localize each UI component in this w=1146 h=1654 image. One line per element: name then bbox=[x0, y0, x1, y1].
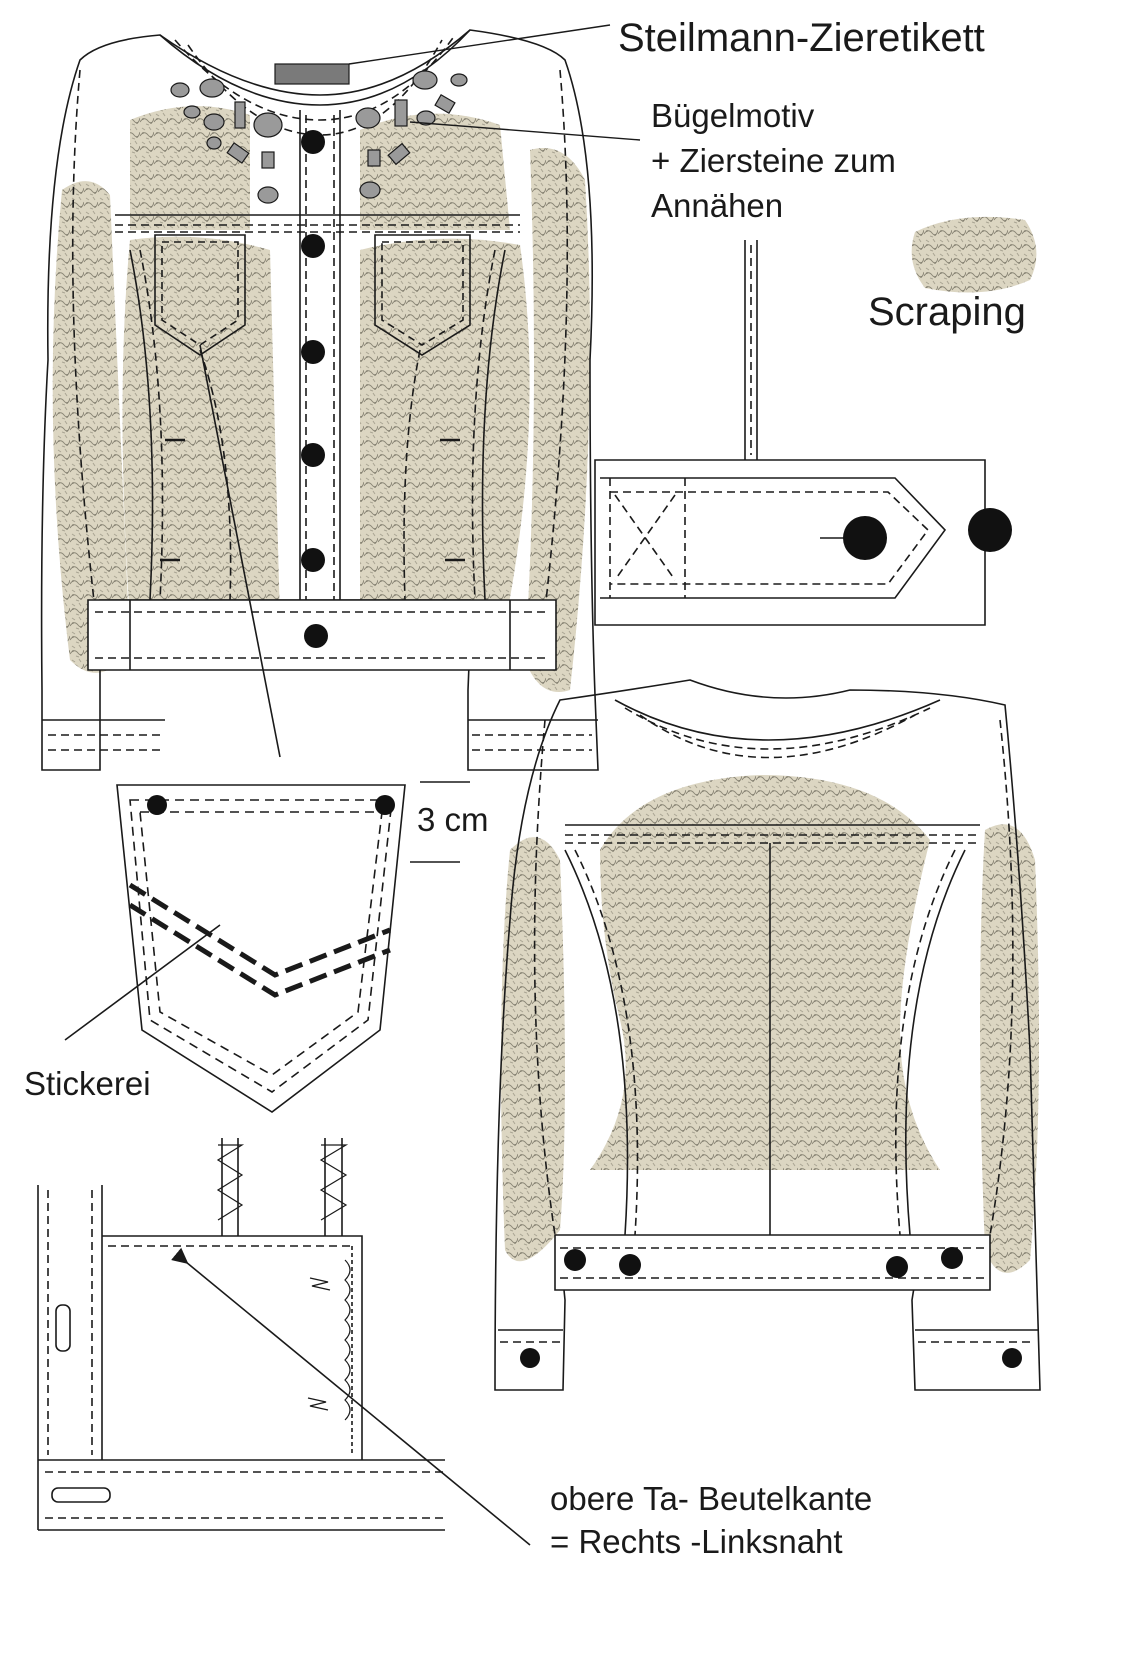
pocket-bag-detail bbox=[37, 1138, 531, 1546]
back-buttons bbox=[520, 1247, 1022, 1368]
scraping-caption: Scraping bbox=[868, 290, 1026, 334]
embroidery-caption: Stickerei bbox=[24, 1065, 151, 1102]
button-icon bbox=[968, 508, 1012, 552]
motif-caption: Bügelmotiv + Ziersteine zum Annähen bbox=[651, 97, 896, 224]
front-buttons bbox=[301, 130, 328, 648]
back-scraping-areas bbox=[501, 775, 1039, 1273]
label-tag bbox=[274, 63, 350, 85]
pocket-bag-edge-caption: obere Ta- Beutelkante = Rechts -Linksnah… bbox=[550, 1480, 873, 1560]
decor-stones bbox=[170, 70, 468, 204]
leader-lines bbox=[348, 24, 641, 141]
pocket-detail bbox=[64, 344, 470, 1113]
back-jacket bbox=[494, 679, 1041, 1391]
pocket-height-caption: 3 cm bbox=[417, 801, 489, 838]
pocket-rivet-left-icon bbox=[147, 795, 167, 815]
belt-tab-detail bbox=[594, 240, 986, 626]
belt-tab-button-icon bbox=[843, 516, 887, 560]
pocket-rivet-right-icon bbox=[375, 795, 395, 815]
label-tag-caption: Steilmann-Zieretikett bbox=[618, 16, 985, 60]
scraping-swatch-icon bbox=[911, 216, 1037, 293]
